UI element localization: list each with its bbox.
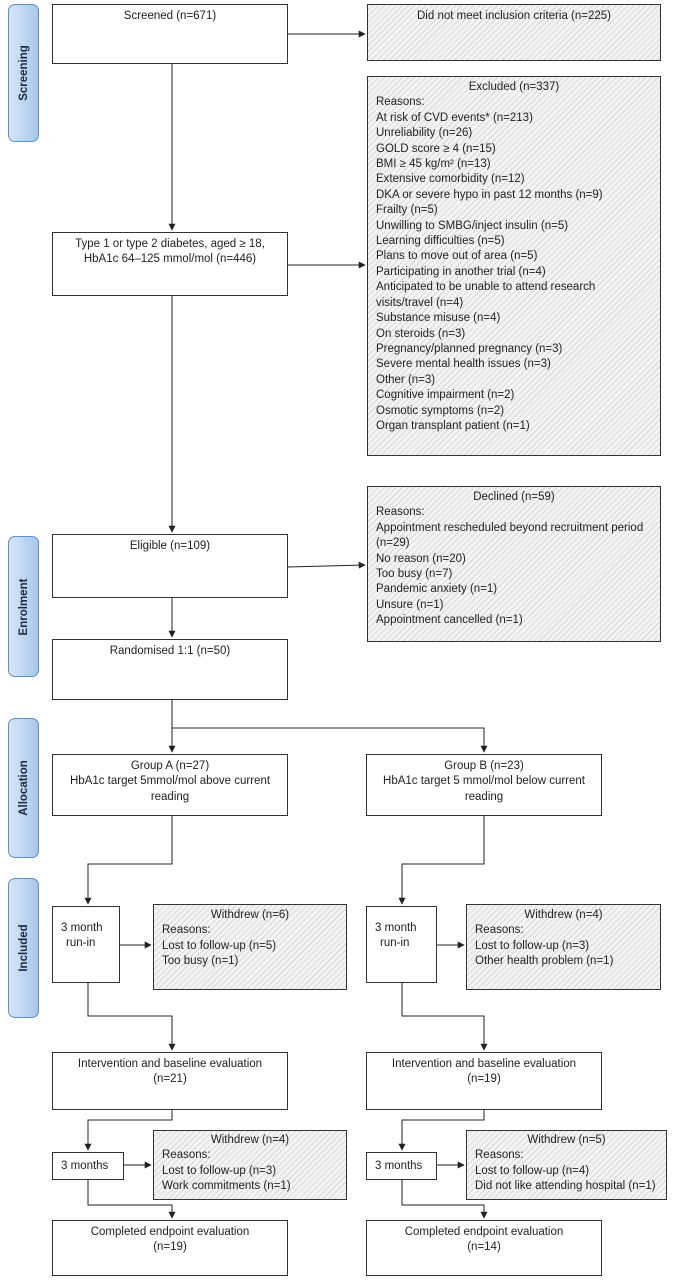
phase-allocation: Allocation (8, 718, 39, 858)
excluded-reason: Unwilling to SMBG/inject insulin (n=5) (376, 219, 569, 232)
withdrew-reason: Other health problem (n=1) (475, 955, 614, 968)
withdrew-reason: Lost to follow-up (n=5) (162, 939, 277, 952)
excluded-reason: Plans to move out of area (n=5) (376, 250, 538, 263)
excluded-reason: Pregnancy/planned pregnancy (n=3) (376, 342, 563, 355)
declined-reason: Pandemic anxiety (n=1) (376, 583, 498, 596)
excluded-reason: On steroids (n=3) (376, 327, 466, 340)
excluded-reason: Osmotic symptoms (n=2) (376, 404, 505, 417)
excluded-reason: BMI ≥ 45 kg/m² (n=13) (376, 158, 491, 171)
excluded-reason: At risk of CVD events* (n=213) (376, 111, 533, 124)
group-b-box: Group B (n=23) HbA1c target 5 mmol/mol b… (366, 754, 602, 816)
excluded-reason: Learning difficulties (n=5) (376, 235, 505, 248)
excluded-reason: Anticipated to be unable to attend resea… (376, 281, 596, 309)
excluded-reason: Frailty (n=5) (376, 204, 438, 217)
arrow-months-b-to-completed (401, 1180, 488, 1219)
screened-box: Screened (n=671) (52, 4, 288, 64)
declined-reason: Appointment cancelled (n=1) (376, 614, 523, 627)
excluded-reason: Other (n=3) (376, 373, 436, 386)
excluded-reason: Unreliability (n=26) (376, 127, 473, 140)
excluded-reason: Substance misuse (n=4) (376, 312, 501, 325)
group-a-box: Group A (n=27) HbA1c target 5mmol/mol ab… (52, 754, 288, 816)
declined-reason: Unsure (n=1) (376, 598, 444, 611)
declined-box: Declined (n=59) Reasons: Appointment res… (367, 486, 661, 642)
eligible-box: Eligible (n=109) (52, 534, 288, 598)
baseline-a-box: Intervention and baseline evaluation (n=… (52, 1052, 288, 1110)
withdrew-reason: Work commitments (n=1) (162, 1180, 291, 1193)
type12-box: Type 1 or type 2 diabetes, aged ≥ 18, Hb… (52, 232, 288, 296)
baseline-b-box: Intervention and baseline evaluation (n=… (366, 1052, 602, 1110)
arrow-group-b-to-runin (398, 816, 485, 905)
not-met-box: Did not meet inclusion criteria (n=225) (367, 4, 661, 61)
excluded-reason: Organ transplant patient (n=1) (376, 419, 530, 432)
excluded-reason: Extensive comorbidity (n=12) (376, 173, 525, 186)
declined-title: Declined (n=59) (473, 491, 555, 503)
arrow-runin-a-to-baseline (87, 983, 176, 1051)
withdrew-b2-box: Withdrew (n=5) Reasons: Lost to follow-u… (466, 1130, 667, 1200)
randomised-box: Randomised 1:1 (n=50) (52, 639, 288, 700)
declined-reason: Too busy (n=7) (376, 568, 453, 581)
withdrew-reason: Did not like attending hospital (n=1) (475, 1180, 656, 1193)
withdrew-a1-box: Withdrew (n=6) Reasons: Lost to follow-u… (153, 904, 347, 990)
arrow-group-a-to-runin (84, 816, 173, 905)
phase-screening: Screening (8, 4, 39, 142)
excluded-reason: Cognitive impairment (n=2) (376, 389, 515, 402)
arrow-baseline-b-to-months (398, 1110, 485, 1151)
withdrew-b1-box: Withdrew (n=4) Reasons: Lost to follow-u… (466, 904, 661, 990)
declined-reason: No reason (n=20) (376, 552, 466, 565)
excluded-reason: GOLD score ≥ 4 (n=15) (376, 142, 496, 155)
withdrew-reason: Lost to follow-up (n=4) (475, 1164, 590, 1177)
withdrew-reason: Lost to follow-up (n=3) (475, 939, 590, 952)
completed-b-box: Completed endpoint evaluation (n=14) (366, 1220, 602, 1276)
excluded-title: Excluded (n=337) (468, 81, 560, 93)
excluded-reason: Severe mental health issues (n=3) (376, 358, 551, 371)
runin-b-box: 3 month run-in (366, 906, 437, 983)
declined-reason: Appointment rescheduled beyond recruitme… (376, 521, 644, 550)
phase-enrolment: Enrolment (8, 536, 39, 677)
months-a-box: 3 months (52, 1152, 124, 1180)
arrow-months-a-to-completed (87, 1180, 176, 1219)
phase-included: Included (8, 878, 39, 1018)
completed-a-box: Completed endpoint evaluation (n=19) (52, 1220, 288, 1276)
arrow-eligible-to-declined (287, 561, 366, 569)
runin-a-box: 3 month run-in (52, 906, 120, 983)
excluded-reason: DKA or severe hypo in past 12 months (n=… (376, 188, 603, 201)
arrow-runin-b-to-baseline (401, 983, 488, 1051)
withdrew-reason: Too busy (n=1) (162, 955, 239, 968)
withdrew-a2-box: Withdrew (n=4) Reasons: Lost to follow-u… (153, 1130, 347, 1200)
excluded-box: Excluded (n=337) Reasons: At risk of CVD… (367, 76, 661, 456)
split-randomised (171, 700, 488, 753)
withdrew-reason: Lost to follow-up (n=3) (162, 1164, 277, 1177)
excluded-reasons-label: Reasons: (376, 96, 425, 109)
declined-reasons-label: Reasons: (376, 506, 425, 519)
months-b-box: 3 months (366, 1152, 437, 1180)
excluded-reason: Participating in another trial (n=4) (376, 265, 546, 278)
arrow-baseline-a-to-months (84, 1110, 173, 1151)
